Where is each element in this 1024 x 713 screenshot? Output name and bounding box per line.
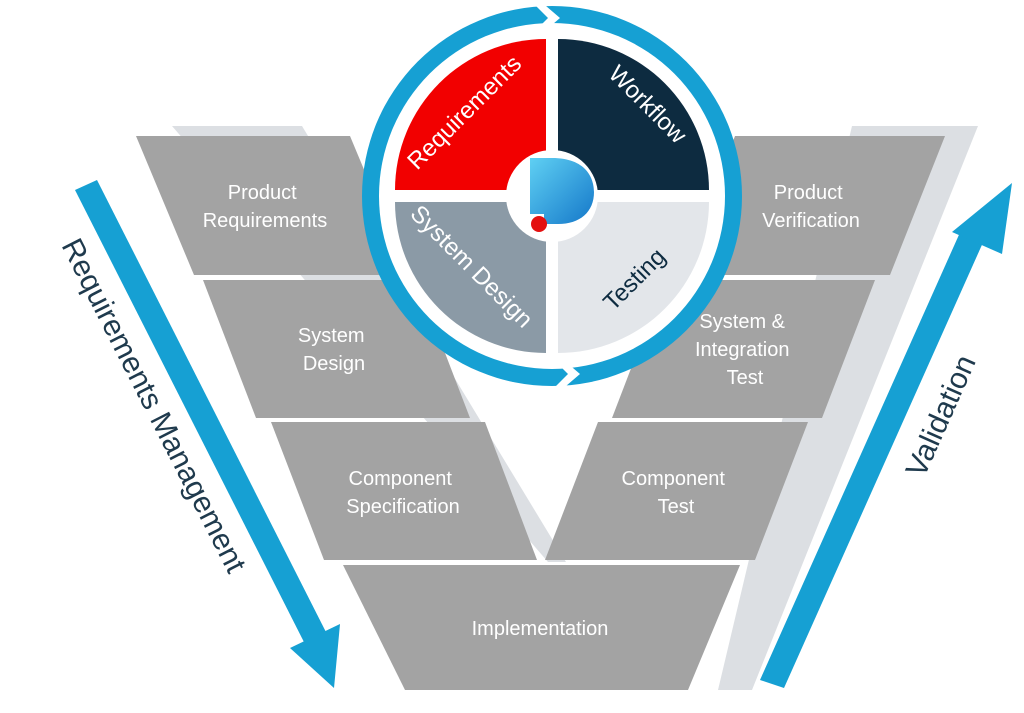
- right-arm: [545, 136, 945, 560]
- left-arrow-backing: [2, 130, 300, 713]
- left-block-2-line-2: Design: [303, 353, 365, 375]
- right-block-label-2: System & Integration Test: [695, 311, 795, 389]
- cycle-arrows-icon: [536, 6, 580, 386]
- quadrant-testing: [558, 202, 709, 353]
- left-block-system-design: [203, 280, 470, 418]
- left-block-1-line-2: Requirements: [203, 210, 328, 232]
- right-block-product-verification: [680, 136, 945, 275]
- left-block-3-line-1: Component: [349, 468, 453, 490]
- left-block-product-requirements: [136, 136, 408, 275]
- left-arrow-shaft: [75, 180, 330, 650]
- right-block-1-line-1: Product: [774, 182, 843, 204]
- left-block-component-specification: [271, 422, 537, 560]
- quadrant-requirements: [395, 39, 546, 190]
- logo-red-dot: [531, 216, 547, 232]
- left-block-label-3: Component Specification: [346, 468, 459, 518]
- implementation-label: Implementation: [472, 618, 609, 640]
- right-block-component-test: [545, 422, 808, 560]
- right-block-2-line-3: Test: [727, 367, 764, 389]
- logo-p-shape: [530, 158, 594, 224]
- left-block-label-2: System Design: [298, 325, 370, 375]
- arrow-down-icon: [75, 180, 340, 688]
- right-block-label-3: Component Test: [622, 468, 731, 518]
- right-block-label-1: Product Verification: [762, 182, 860, 232]
- right-block-labels: Product Verification System & Integratio…: [622, 182, 860, 518]
- left-block-1-line-1: Product: [228, 182, 297, 204]
- process-wheel: Requirements Workflow System Design Test…: [362, 6, 742, 386]
- right-arrow-head: [952, 183, 1012, 254]
- right-arm-shadow: [718, 126, 978, 690]
- quadrant-workflow: [558, 39, 709, 190]
- left-block-labels: Product Requirements System Design Compo…: [203, 182, 460, 518]
- right-block-3-line-1: Component: [622, 468, 726, 490]
- right-block-3-line-2: Test: [658, 496, 695, 518]
- quadrant-system-design: [395, 202, 546, 353]
- right-arrow-shaft: [760, 228, 985, 688]
- right-block-2-line-2: Integration: [695, 339, 790, 361]
- implementation-block: [343, 565, 740, 690]
- left-block-2-line-1: System: [298, 325, 365, 347]
- cycle-arrow-bottom: [556, 362, 580, 386]
- left-arrow-head: [290, 624, 340, 688]
- left-block-label-1: Product Requirements: [203, 182, 328, 232]
- right-block-1-line-2: Verification: [762, 210, 860, 232]
- left-block-3-line-2: Specification: [346, 496, 459, 518]
- arrow-up-icon: [760, 183, 1012, 688]
- cycle-arrow-top: [536, 6, 560, 30]
- left-arm: [136, 136, 537, 560]
- p-logo-icon: [506, 150, 598, 242]
- right-block-2-line-1: System &: [699, 311, 785, 333]
